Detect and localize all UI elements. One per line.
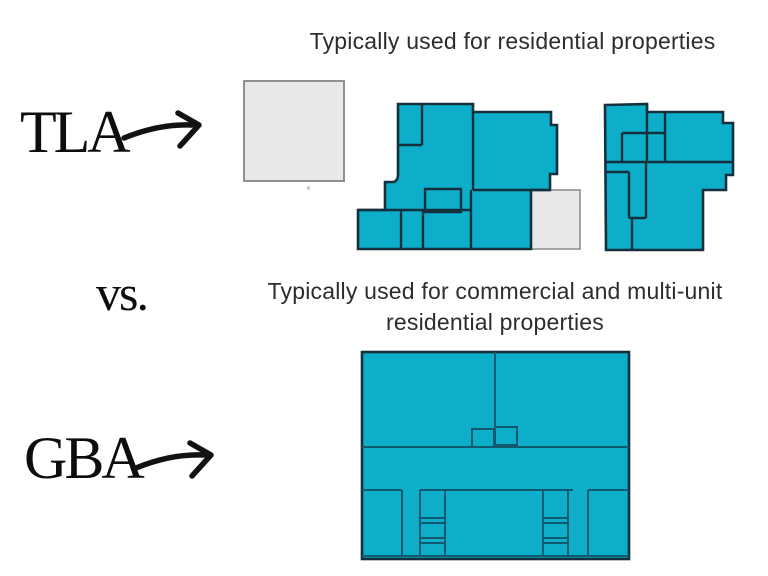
gba-label: GBA <box>24 425 145 491</box>
tla-label: TLA <box>20 99 131 165</box>
tla-floorplan-main <box>356 102 581 251</box>
excluded-area-square <box>243 80 345 182</box>
vs-label: vs. <box>96 265 149 321</box>
gba-floorplan <box>360 350 631 561</box>
commercial-caption-line2: residential properties <box>386 309 604 335</box>
tla-floorplan-secondary <box>603 102 735 252</box>
commercial-caption-line1: Typically used for commercial and multi-… <box>267 278 723 304</box>
tla-arrow-icon <box>121 110 202 149</box>
commercial-caption: Typically used for commercial and multi-… <box>235 276 755 338</box>
artifact-dot <box>307 186 310 190</box>
residential-caption: Typically used for residential propertie… <box>309 28 716 54</box>
gba-arrow-icon <box>133 440 214 479</box>
excluded-area-small-square <box>530 189 581 250</box>
